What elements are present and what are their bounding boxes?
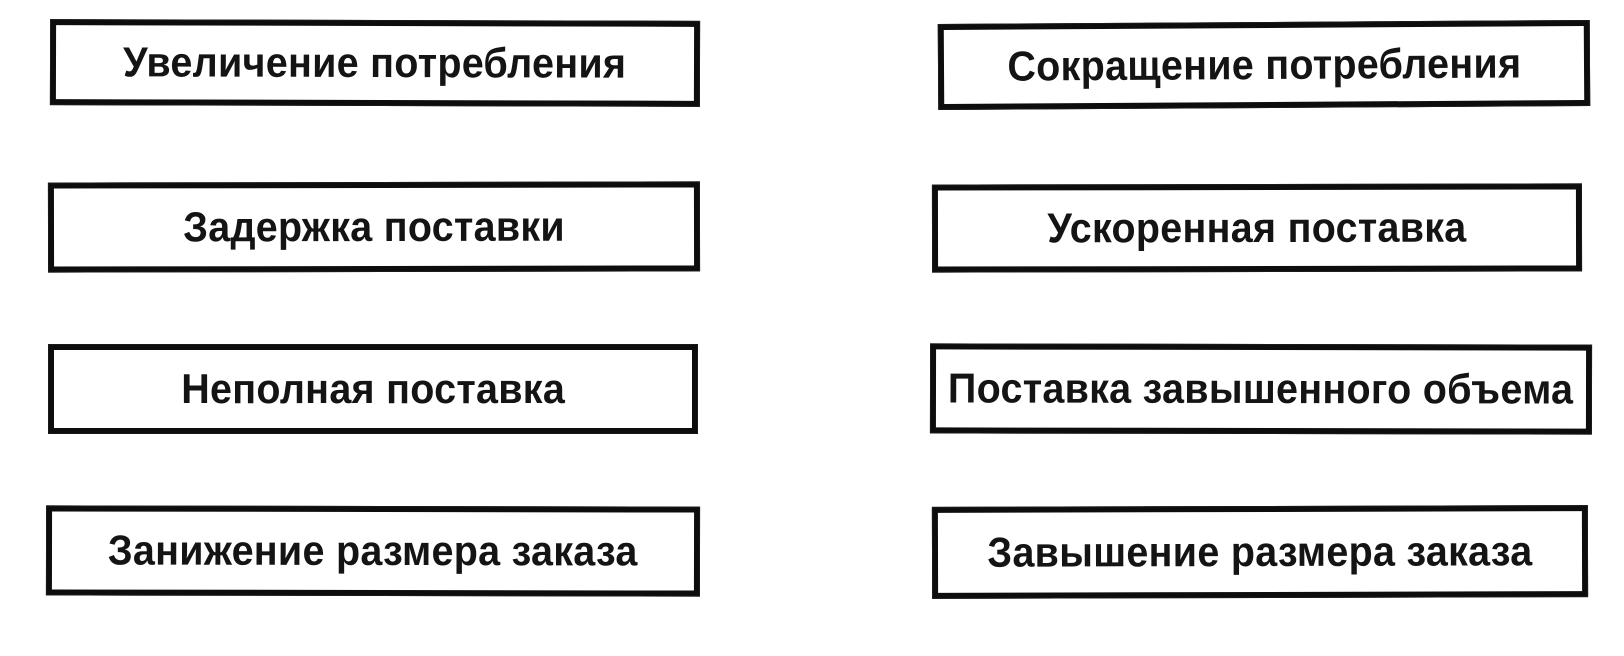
box-label: Увеличение потребления <box>123 38 627 87</box>
box-accelerated-delivery: Ускоренная поставка <box>931 183 1583 273</box>
box-label: Задержка поставки <box>183 202 565 251</box>
box-label: Завышение размера заказа <box>987 527 1533 576</box>
box-label: Занижение размера заказа <box>108 526 638 575</box>
box-label: Сокращение потребления <box>1006 39 1522 90</box>
box-label: Ускоренная поставка <box>1047 203 1467 252</box>
box-label: Поставка завышенного объема <box>948 364 1574 413</box>
box-overstated-order-size: Завышение размера заказа <box>931 505 1589 599</box>
box-reduced-consumption: Сокращение потребления <box>937 20 1591 110</box>
box-understated-order-size: Занижение размера заказа <box>45 505 701 597</box>
box-label: Неполная поставка <box>181 365 565 412</box>
box-incomplete-delivery: Неполная поставка <box>48 344 698 434</box>
box-delivery-delay: Задержка поставки <box>47 181 701 273</box>
box-increase-consumption: Увеличение потребления <box>49 19 701 107</box>
box-oversized-delivery: Поставка завышенного объема <box>929 343 1593 435</box>
